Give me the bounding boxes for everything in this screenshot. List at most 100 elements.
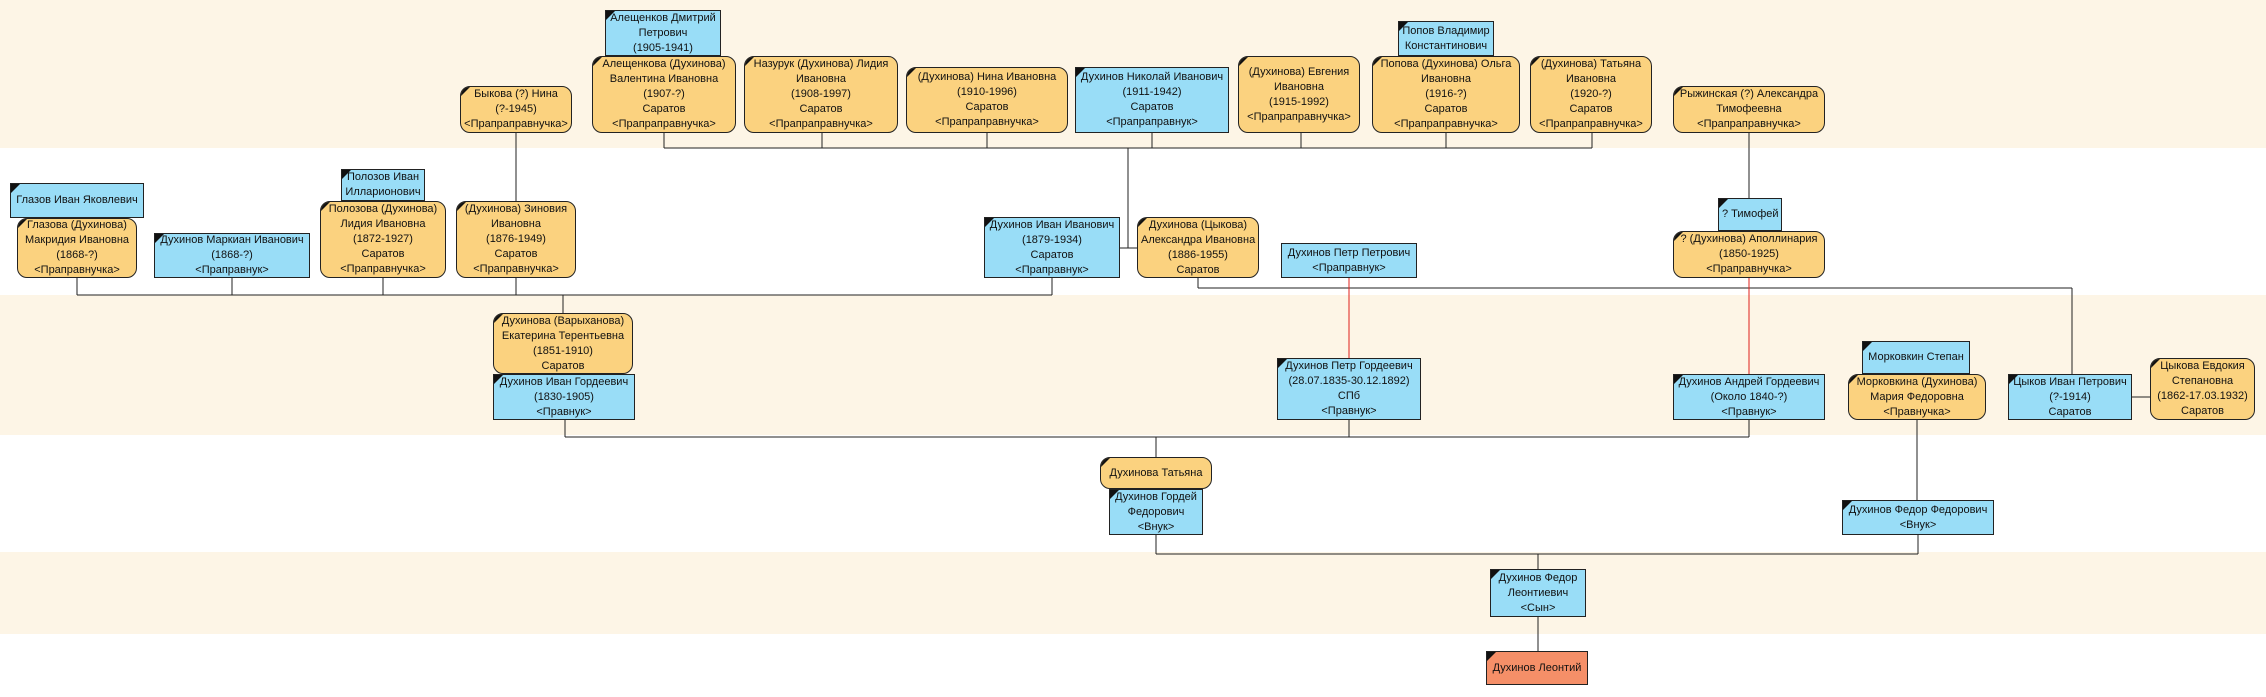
card-corner-icon bbox=[494, 314, 503, 323]
person-text-line: Саратов bbox=[1130, 101, 1174, 113]
person-text-line: (1879-1934) bbox=[1022, 233, 1082, 246]
person-text-line: ? Тимофей bbox=[1722, 208, 1779, 220]
person-text-line: Валентина Ивановна bbox=[609, 73, 719, 85]
person-card-glazov[interactable]: Глазов Иван Яковлевич bbox=[10, 183, 144, 218]
person-text-line: Саратов bbox=[642, 103, 686, 115]
card-corner-icon bbox=[1239, 57, 1248, 66]
person-text-line: (1920-?) bbox=[1570, 88, 1612, 100]
person-text-line: Полозов Иван bbox=[346, 171, 420, 183]
person-text-line: (1850-1925) bbox=[1719, 248, 1779, 260]
person-text-line: Духинова (Варыханова) bbox=[501, 314, 625, 327]
person-text-line: Степановна bbox=[2171, 375, 2234, 387]
person-text-line: Ивановна bbox=[1566, 73, 1616, 85]
person-text-line: Саратов bbox=[1030, 248, 1074, 261]
person-text-line: Быкова (?) Нина bbox=[474, 88, 558, 100]
person-text-line: Саратов bbox=[361, 248, 405, 260]
person-text-line: <Прапраправнучка> bbox=[464, 118, 568, 130]
person-text-line: Саратов bbox=[494, 248, 538, 260]
person-text-line: Саратов bbox=[1569, 103, 1613, 115]
person-card-polozova[interactable]: Полозова (Духинова)Лидия Ивановна(1872-1… bbox=[320, 201, 446, 278]
person-card-bykova[interactable]: Быкова (?) Нина(?-1945)<Прапраправнучка> bbox=[460, 86, 572, 133]
person-text-line: СПб bbox=[1337, 390, 1361, 402]
person-text-line: <Прапраправнук> bbox=[1106, 116, 1198, 128]
card-corner-icon bbox=[907, 68, 916, 77]
person-card-tsykov[interactable]: Цыков Иван Петрович(?-1914)Саратов bbox=[2008, 374, 2132, 420]
card-corner-icon bbox=[155, 234, 164, 243]
person-text-line: (1916-?) bbox=[1425, 88, 1467, 100]
person-card-petr-gord[interactable]: Духинов Петр Гордеевич(28.07.1835-30.12.… bbox=[1277, 358, 1421, 420]
card-corner-icon bbox=[1674, 375, 1683, 384]
person-text-line: Федорович bbox=[1127, 505, 1185, 518]
person-card-morkovkin[interactable]: Морковкин Степан bbox=[1862, 341, 1970, 374]
person-card-tatiana[interactable]: Духинова Татьяна bbox=[1100, 457, 1212, 489]
person-text-line: Мария Федоровна bbox=[1870, 390, 1964, 403]
person-card-tsykova-al[interactable]: Духинова (Цыкова)Александра Ивановна(188… bbox=[1137, 217, 1259, 278]
person-text-line: Макридия Ивановна bbox=[24, 234, 130, 246]
card-corner-icon bbox=[1110, 490, 1119, 499]
card-corner-icon bbox=[11, 184, 20, 193]
person-card-varykhanova[interactable]: Духинова (Варыханова) Екатерина Терентьев… bbox=[493, 313, 633, 374]
person-text-line: Алещенков Дмитрий bbox=[610, 11, 716, 24]
person-text-line: Духинов Николай Иванович bbox=[1080, 71, 1224, 83]
person-text-line: Цыков Иван Петрович bbox=[2013, 375, 2127, 388]
person-text-line: (Духинова) Нина Ивановна bbox=[917, 71, 1057, 83]
person-card-nina-iv[interactable]: (Духинова) Нина Ивановна(1910-1996)Сарат… bbox=[906, 67, 1068, 133]
person-card-glazova[interactable]: Глазова (Духинова) Макридия Ивановна (1868… bbox=[17, 218, 137, 278]
person-card-aleshenkova[interactable]: Алещенкова (Духинова)Валентина Ивановна(… bbox=[592, 56, 736, 133]
person-text-line: (1910-1996) bbox=[957, 86, 1017, 98]
person-text-line: Глазова (Духинова) bbox=[27, 219, 127, 231]
person-card-ivan-gord[interactable]: Духинов Иван Гордеевич(1830-1905)<Правну… bbox=[493, 374, 635, 420]
card-corner-icon bbox=[494, 375, 503, 384]
person-text-line: <Правнук> bbox=[536, 405, 592, 418]
person-text-line: Екатерина Терентьевна bbox=[501, 329, 625, 342]
person-text-line: Духинов Маркиан Иванович bbox=[160, 234, 304, 246]
person-text-line: (1868-?) bbox=[56, 249, 98, 261]
person-text-line: <Прапраправнучка> bbox=[1394, 118, 1498, 130]
person-card-andrei[interactable]: Духинов Андрей Гордеевич(Около 1840-?)<П… bbox=[1673, 374, 1825, 420]
person-text-line: Саратов bbox=[1176, 263, 1220, 276]
person-text-line: (?-1914) bbox=[2049, 390, 2091, 403]
card-corner-icon bbox=[1487, 652, 1496, 661]
person-card-nikolai[interactable]: Духинов Николай Иванович(1911-1942)Сарат… bbox=[1075, 67, 1229, 133]
person-card-timofei[interactable]: ? Тимофей bbox=[1718, 198, 1782, 231]
person-card-fedor-fed[interactable]: Духинов Федор Федорович<Внук> bbox=[1842, 500, 1994, 535]
generation-band-1 bbox=[0, 552, 2266, 634]
person-text-line: <Праправнук> bbox=[1312, 261, 1386, 274]
person-text-line: Ивановна bbox=[1421, 73, 1471, 85]
person-text-line: Духинов Федор Федорович bbox=[1848, 503, 1988, 516]
card-corner-icon bbox=[457, 202, 466, 211]
card-corner-icon bbox=[321, 202, 330, 211]
person-card-ivan-iv[interactable]: Духинов Иван Иванович(1879-1934)Саратов<… bbox=[984, 217, 1120, 278]
person-text-line: Попов Владимир bbox=[1402, 24, 1490, 37]
person-card-apollinaria[interactable]: ? (Духинова) Аполлинария(1850-1925)<Прап… bbox=[1673, 231, 1825, 278]
person-text-line: Духинов Федор bbox=[1498, 571, 1578, 584]
person-text-line: (1905-1941) bbox=[633, 41, 693, 54]
person-card-morkovkina[interactable]: Морковкина (Духинова)Мария Федоровна<Пра… bbox=[1848, 374, 1986, 420]
person-card-petr-petr[interactable]: Духинов Петр Петрович<Праправнук> bbox=[1281, 243, 1417, 278]
person-text-line: <Праправнучка> bbox=[473, 263, 559, 275]
person-text-line: Константинович bbox=[1404, 39, 1488, 52]
person-card-markian[interactable]: Духинов Маркиан Иванович(1868-?)<Праправ… bbox=[154, 233, 310, 278]
person-text-line: <Внук> bbox=[1137, 520, 1175, 533]
person-text-line: <Правнук> bbox=[1721, 405, 1777, 418]
card-corner-icon bbox=[1849, 375, 1858, 384]
card-corner-icon bbox=[1863, 342, 1872, 351]
person-text-line: Морковкин Степан bbox=[1868, 351, 1964, 363]
person-text-line: <Прапраправнучка> bbox=[1697, 118, 1801, 130]
person-text-line: (1907-?) bbox=[643, 88, 685, 100]
person-text-line: Тимофеевна bbox=[1716, 103, 1782, 115]
person-card-leontii[interactable]: Духинов Леонтий bbox=[1486, 651, 1588, 685]
